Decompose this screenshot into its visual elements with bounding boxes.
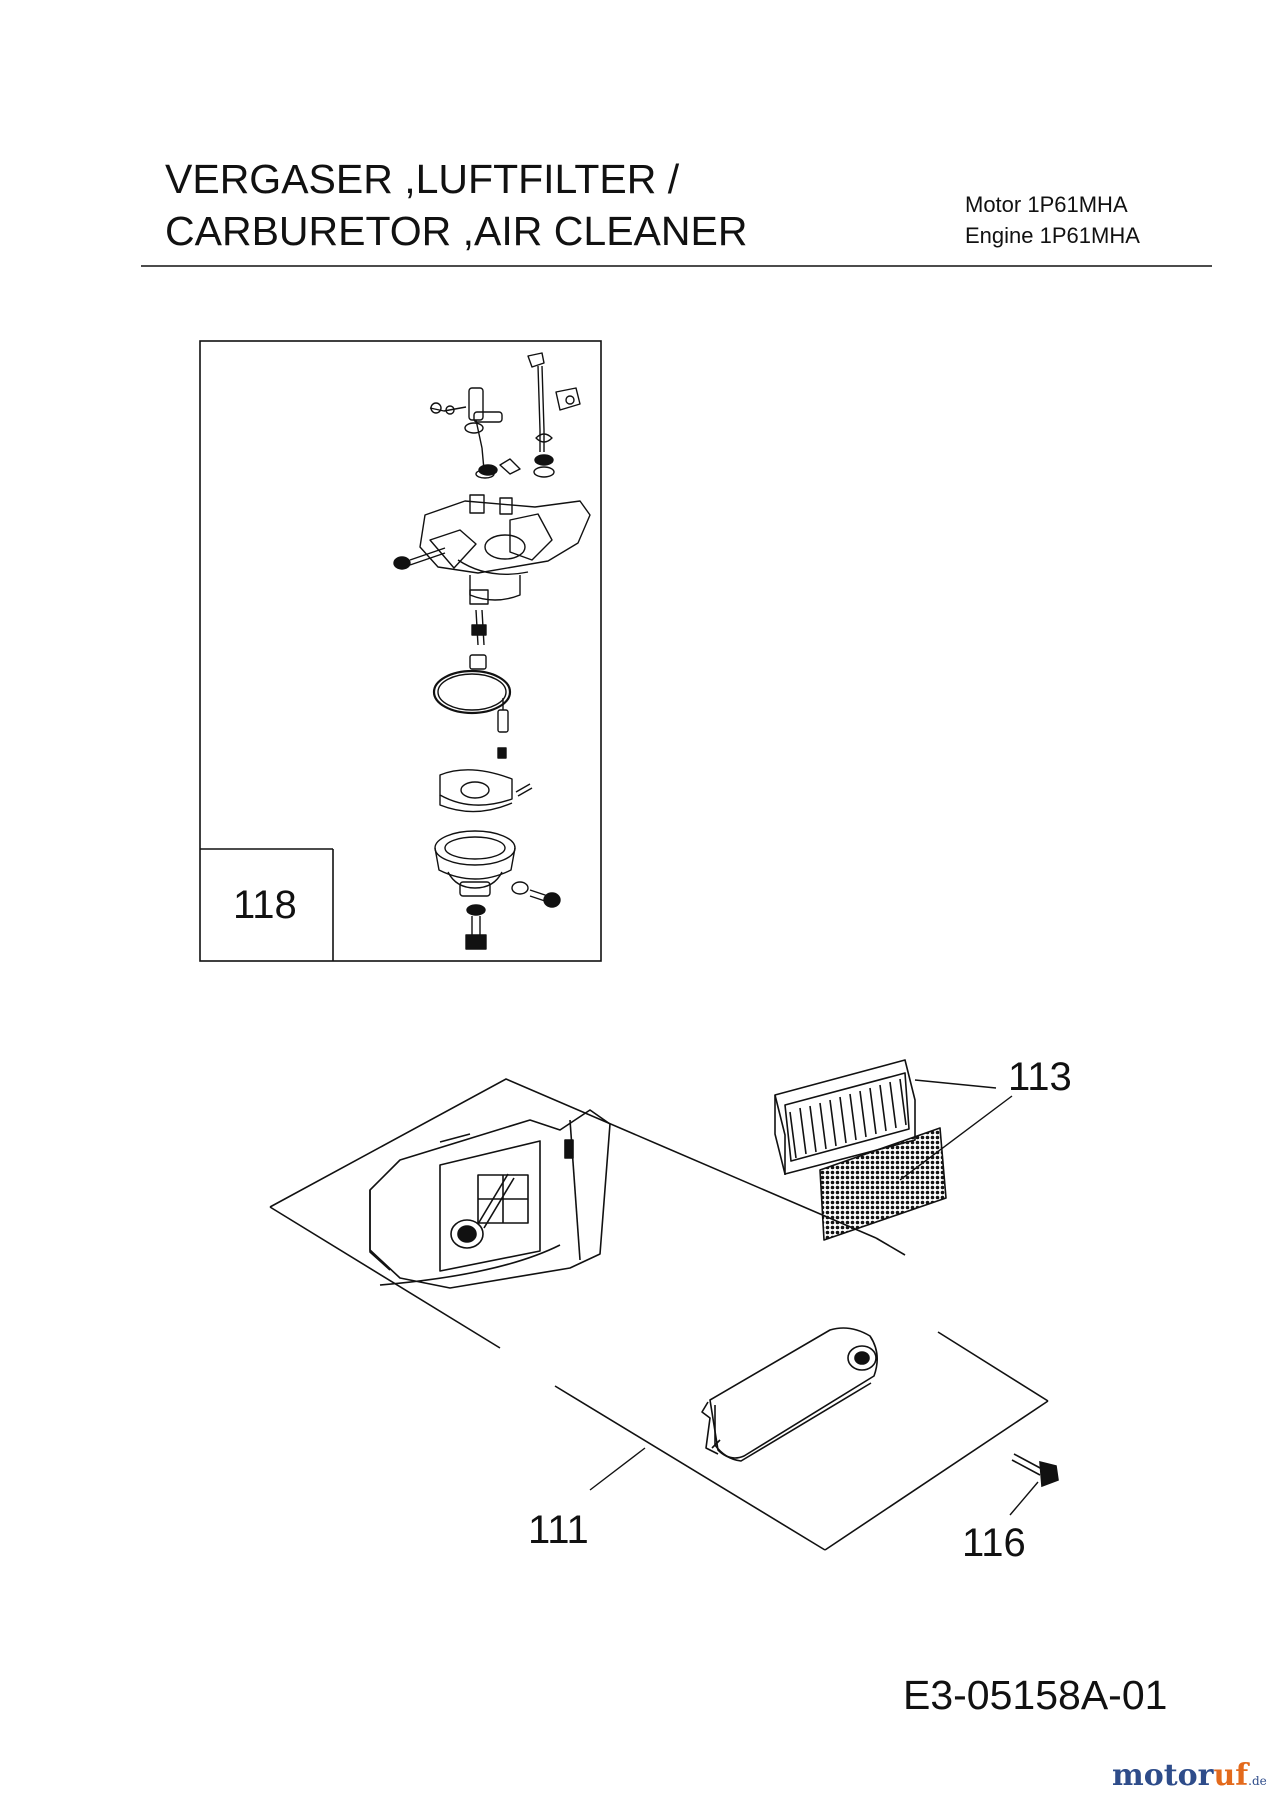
- drawing-id: E3-05158A-01: [903, 1672, 1168, 1718]
- leader-113-b: [899, 1095, 1013, 1181]
- float-bowl-gasket: [432, 669, 512, 715]
- part-label-111: 111: [528, 1508, 589, 1552]
- float-needle: [497, 698, 509, 759]
- part-label-118: 118: [233, 883, 297, 927]
- bowl-bolt: [465, 904, 487, 950]
- watermark-suffix: .de: [1248, 1774, 1267, 1788]
- part-label-116: 116: [962, 1521, 1026, 1565]
- foam-pre-cleaner-drawing: [819, 1127, 947, 1241]
- idle-screw: [393, 547, 446, 570]
- throttle-shaft: [429, 387, 521, 479]
- engine-model-german: Motor 1P61MHA: [965, 192, 1128, 217]
- air-cleaner-outline: [269, 1078, 1049, 1551]
- watermark-main: motor: [1112, 1758, 1214, 1793]
- float: [439, 769, 533, 813]
- title-line-english: CARBURETOR ,AIR CLEANER: [165, 208, 748, 254]
- part-label-113: 113: [1008, 1055, 1072, 1099]
- air-cleaner-cover-drawing: [701, 1327, 878, 1462]
- leader-111: [589, 1447, 646, 1491]
- float-bowl: [434, 830, 516, 897]
- carburetor-body: [419, 494, 591, 605]
- watermark-logo: motoruf.de: [1112, 1758, 1267, 1793]
- carburetor-drawing: [393, 352, 591, 950]
- air-cleaner-base-drawing: [369, 1109, 611, 1289]
- leader-116: [1009, 1481, 1039, 1516]
- drain-screw: [511, 881, 561, 908]
- carburetor-box: [199, 340, 602, 962]
- leader-lines: [589, 1079, 1039, 1516]
- main-jet: [469, 609, 487, 670]
- watermark-accent: uf: [1213, 1758, 1249, 1793]
- engine-model-english: Engine 1P61MHA: [965, 223, 1140, 248]
- title-line-german: VERGASER ,LUFTFILTER /: [165, 156, 680, 202]
- leader-113-a: [914, 1079, 997, 1089]
- cover-bolt-drawing: [1011, 1453, 1059, 1488]
- choke-shaft: [527, 352, 581, 478]
